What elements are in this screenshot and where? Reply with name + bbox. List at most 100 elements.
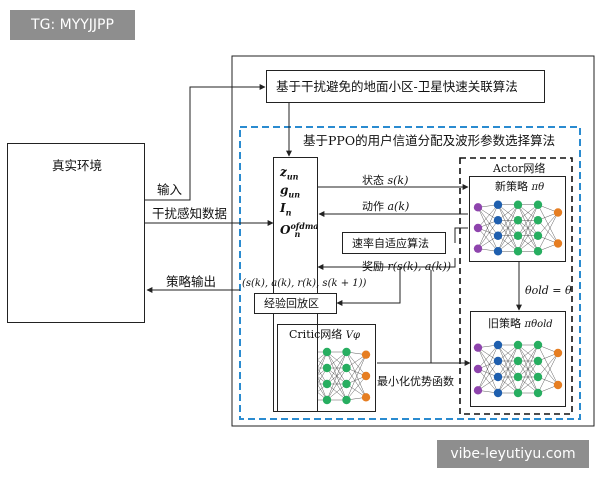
state-var-i: In <box>280 201 292 218</box>
network-edge <box>477 220 499 249</box>
input-label: 输入 <box>157 182 183 197</box>
network-node <box>342 395 351 405</box>
network-edge <box>517 235 539 252</box>
network-edge <box>346 354 367 385</box>
network-node <box>361 350 371 359</box>
network-edge <box>497 360 519 394</box>
real-environment-box <box>7 143 145 323</box>
fast-association-algorithm-box <box>266 70 545 103</box>
old-policy-label: 旧策略 πθold <box>488 317 553 330</box>
network-edge <box>477 204 499 249</box>
rate-adaptive-algorithm-label: 速率自适应算法 <box>352 237 429 250</box>
network-node <box>553 380 563 390</box>
real-environment-title: 真实环境 <box>52 158 103 173</box>
network-edge <box>326 351 347 401</box>
network-node <box>513 356 523 366</box>
state-var-z: zun <box>280 165 299 182</box>
network-node <box>322 347 332 357</box>
network-node <box>533 372 543 382</box>
new-policy-label: 新策略 πθ <box>495 180 545 193</box>
network-edge <box>477 347 499 394</box>
network-edge <box>517 220 539 252</box>
network-node <box>533 200 543 209</box>
interference-data-label: 干扰感知数据 <box>152 206 228 221</box>
theta-update-label: θold = θ <box>525 284 572 297</box>
network-node <box>513 372 523 382</box>
network-edge <box>537 352 559 394</box>
network-node <box>493 247 503 256</box>
network-node <box>533 388 543 398</box>
policy-output-label: 策略输出 <box>166 274 217 289</box>
network-edge <box>517 360 539 394</box>
network-node <box>513 200 523 209</box>
state-label: 状态 s(k) <box>362 174 409 187</box>
network-edge <box>477 207 499 252</box>
network-node <box>533 247 543 256</box>
network-edge <box>517 344 539 378</box>
network-node <box>322 395 332 405</box>
network-edge <box>517 376 539 394</box>
network-edge <box>497 344 519 362</box>
bottom-watermark: vibe-leyutiyu.com <box>437 440 589 468</box>
network-edge <box>537 212 559 252</box>
critic-network-box <box>277 324 376 412</box>
network-node <box>342 363 351 373</box>
network-node <box>342 347 351 357</box>
network-edge <box>326 367 347 401</box>
network-node <box>473 343 483 352</box>
network-edge <box>477 207 499 236</box>
network-node <box>322 379 332 389</box>
network-node <box>493 216 503 225</box>
network-edge <box>477 344 499 370</box>
state-var-o: Oofdman <box>280 221 319 240</box>
network-edge <box>497 344 519 378</box>
actor-dashed-region <box>459 157 573 415</box>
experience-replay-box <box>254 293 337 314</box>
replay-arrow <box>336 267 401 306</box>
network-node <box>493 388 503 398</box>
experience-replay-label: 经验回放区 <box>264 297 319 310</box>
network-node <box>533 216 543 225</box>
network-edge <box>346 351 367 377</box>
network-node <box>473 364 483 374</box>
network-node <box>493 372 503 382</box>
network-edge <box>497 344 519 394</box>
new-policy-network-graph <box>473 200 563 256</box>
transition-tuple-label: (s(k), a(k), r(k), s(k + 1)) <box>242 278 367 289</box>
ppo-dashed-region <box>239 126 581 420</box>
network-node <box>493 356 503 366</box>
network-edge <box>346 351 367 398</box>
network-node <box>493 340 503 350</box>
ppo-algorithm-title: 基于PPO的用户信道分配及波形参数选择算法 <box>303 133 556 148</box>
minimize-advantage-label: 最小化优势函数 <box>377 375 454 388</box>
network-node <box>513 247 523 256</box>
state-vector-box <box>273 157 318 412</box>
network-edge <box>517 344 539 394</box>
actor-network-title: Actor网络 <box>493 162 546 175</box>
network-edge <box>497 204 519 221</box>
network-edge <box>497 220 519 252</box>
reward-label: 奖励 r(s(k), a(k)) <box>362 260 452 273</box>
action-label: 动作 a(k) <box>362 200 410 213</box>
network-edge <box>497 376 519 394</box>
network-node <box>342 379 351 389</box>
network-edge <box>517 204 539 252</box>
network-node <box>533 340 543 350</box>
network-node <box>513 388 523 398</box>
network-edge <box>497 235 519 252</box>
old-policy-box <box>470 311 566 407</box>
network-edge <box>326 351 347 369</box>
network-edge <box>517 344 539 362</box>
network-edge <box>346 367 367 398</box>
top-watermark: TG: MYYJJPP <box>10 10 135 40</box>
network-node <box>513 340 523 350</box>
network-node <box>553 239 563 248</box>
network-node <box>533 231 543 240</box>
network-node <box>473 244 483 253</box>
network-edge <box>477 368 499 394</box>
rate-adaptive-algorithm-box <box>342 232 446 254</box>
network-edge <box>517 204 539 221</box>
network-node <box>322 363 332 373</box>
network-node <box>513 216 523 225</box>
